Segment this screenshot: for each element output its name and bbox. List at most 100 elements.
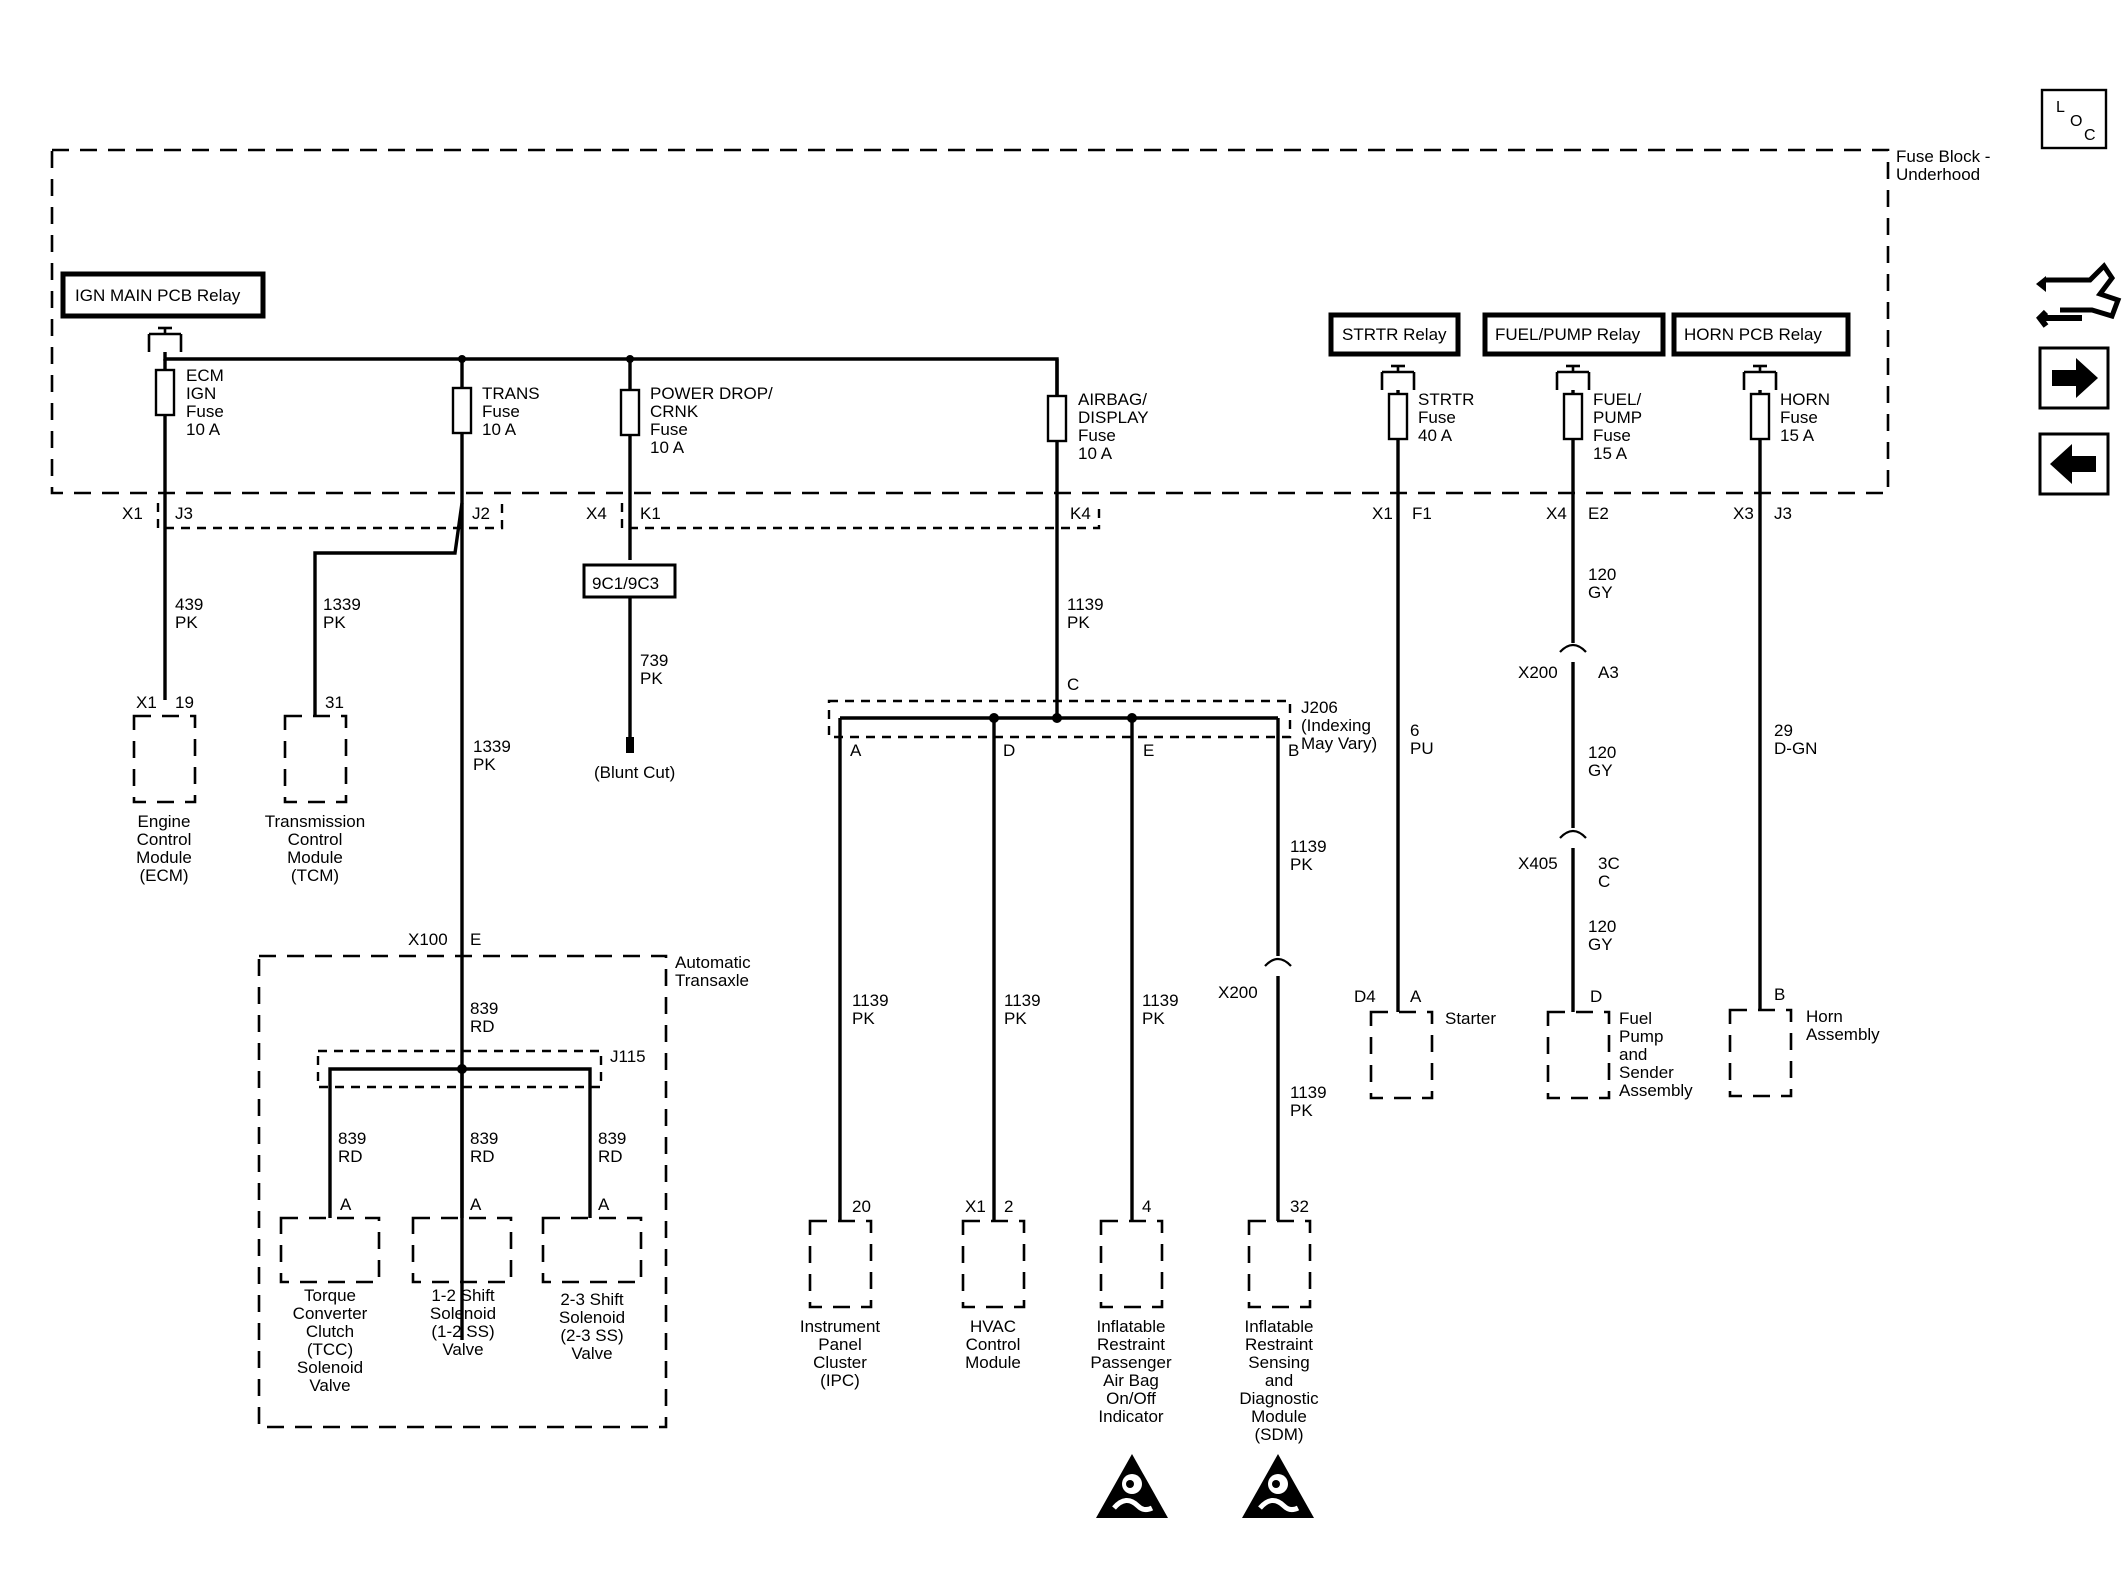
fuse-label: 15 A xyxy=(1593,444,1628,463)
wire-label: 1339 xyxy=(323,595,361,614)
component-label: Restraint xyxy=(1097,1335,1165,1354)
wire-label: 1139 xyxy=(1290,837,1327,856)
component-label: and xyxy=(1619,1045,1647,1064)
wire-label: PK xyxy=(852,1009,875,1028)
fuse-label: IGN xyxy=(186,384,216,403)
strtr-relay-label: STRTR Relay xyxy=(1342,325,1447,344)
wire-label: 839 xyxy=(470,999,498,1018)
arrow-left-icon[interactable] xyxy=(2038,432,2110,496)
component-label: Control xyxy=(137,830,192,849)
ecm-circuit: 439 PK X1 19 Engine Control Module (ECM) xyxy=(132,595,203,885)
hvac-circuit: 1139 PK X1 2 HVAC Control Module xyxy=(961,718,1041,1372)
connector-label: X3 xyxy=(1733,504,1754,523)
ecm-ign-fuse: ECM IGN Fuse 10 A xyxy=(154,359,224,700)
component-label: Module xyxy=(1251,1407,1307,1426)
component-label: Module xyxy=(287,848,343,867)
wire-label: RD xyxy=(338,1147,363,1166)
connector-label: E xyxy=(470,930,481,949)
connector-label: X4 xyxy=(586,504,607,523)
component-label: Solenoid xyxy=(430,1304,496,1323)
wire-label: 1339 xyxy=(473,737,511,756)
wire-label: GY xyxy=(1588,761,1613,780)
fuse-block-label: Fuse Block - xyxy=(1896,147,1990,166)
component-label: Cluster xyxy=(813,1353,867,1372)
ign-main-relay: IGN MAIN PCB Relay xyxy=(60,271,266,354)
fuse-label: PUMP xyxy=(1593,408,1642,427)
connector-label: X1 xyxy=(1372,504,1393,523)
component-label: and xyxy=(1265,1371,1293,1390)
component-label: Starter xyxy=(1445,1009,1496,1028)
pin-label: D xyxy=(1003,741,1015,760)
component-label: Passenger xyxy=(1090,1353,1172,1372)
component-label: (SDM) xyxy=(1254,1425,1303,1444)
component-label: Fuel xyxy=(1619,1009,1652,1028)
component-label: Valve xyxy=(309,1376,350,1395)
connector-label: J3 xyxy=(175,504,193,523)
pin-label: 4 xyxy=(1142,1197,1151,1216)
component-label: 1-2 Shift xyxy=(431,1286,495,1305)
loc-icon[interactable]: L O C xyxy=(2040,88,2108,150)
fuel-pump-circuit: 120 GY X200 A3 120 GY X405 3C C 120 GY D… xyxy=(1518,565,1693,1100)
power-drop-crnk-fuse: POWER DROP/ CRNK Fuse 10 A xyxy=(619,359,773,560)
svg-text:L: L xyxy=(2056,99,2065,116)
connector-label: C xyxy=(1067,675,1079,694)
wire-label: D-GN xyxy=(1774,739,1817,758)
pin-label: A xyxy=(850,741,862,760)
pin-label: 2 xyxy=(1004,1197,1013,1216)
wire-label: GY xyxy=(1588,935,1613,954)
component-label: Horn xyxy=(1806,1007,1843,1026)
airbag-display-fuse: AIRBAG/ DISPLAY Fuse 10 A xyxy=(1046,359,1149,718)
fuel-pump-relay-label: FUEL/PUMP Relay xyxy=(1495,325,1641,344)
fuse-label: Fuse xyxy=(186,402,224,421)
connector-label: X200 xyxy=(1518,663,1558,682)
component-label: Air Bag xyxy=(1103,1371,1159,1390)
wire-label: PK xyxy=(1004,1009,1027,1028)
wire-label: PK xyxy=(1142,1009,1165,1028)
wire-label: RD xyxy=(470,1017,495,1036)
pin-label: B xyxy=(1774,985,1785,1004)
connector-label: J3 xyxy=(1774,504,1792,523)
connector-label: K1 xyxy=(640,504,661,523)
pin-label: E xyxy=(1143,741,1154,760)
wire-label: 29 xyxy=(1774,721,1793,740)
sdm-circuit: 1139 PK X200 1139 PK 32 Inflatable Restr… xyxy=(1218,718,1327,1518)
fuse-label: HORN xyxy=(1780,390,1830,409)
component-label: Solenoid xyxy=(559,1308,625,1327)
passenger-airbag-indicator-circuit: 1139 PK 4 Inflatable Restraint Passenger… xyxy=(1090,718,1179,1518)
component-label: Solenoid xyxy=(297,1358,363,1377)
fuel-pump-relay: FUEL/PUMP Relay FUEL/ PUMP Fuse 15 A xyxy=(1482,312,1666,643)
connector-label: J2 xyxy=(472,504,490,523)
component-label: Converter xyxy=(293,1304,368,1323)
fuse-label: AIRBAG/ xyxy=(1078,390,1147,409)
wire-label: 839 xyxy=(598,1129,626,1148)
arrow-right-icon[interactable] xyxy=(2038,346,2110,410)
wire-label: PK xyxy=(640,669,663,688)
j206-splice: J206 (Indexing May Vary) A D E B xyxy=(827,698,1377,760)
wire-label: PK xyxy=(473,755,496,774)
connector-label: E2 xyxy=(1588,504,1609,523)
fuse-label: 40 A xyxy=(1418,426,1453,445)
fuse-label: FUEL/ xyxy=(1593,390,1641,409)
wire-label: 439 xyxy=(175,595,203,614)
component-label: Inflatable xyxy=(1097,1317,1166,1336)
wire-label: 120 xyxy=(1588,917,1616,936)
wire-label: 1139 xyxy=(1290,1083,1327,1102)
component-label: Indicator xyxy=(1098,1407,1164,1426)
component-label: Valve xyxy=(442,1340,483,1359)
svg-text:O: O xyxy=(2070,113,2082,130)
svg-text:C: C xyxy=(2084,127,2096,144)
component-label: Sensing xyxy=(1248,1353,1309,1372)
trans-fuse: TRANS Fuse 10 A xyxy=(451,359,540,1340)
pin-label: B xyxy=(1288,741,1299,760)
wrench-component-icon[interactable] xyxy=(2036,262,2122,328)
component-label: Sender xyxy=(1619,1063,1674,1082)
fuse-label: ECM xyxy=(186,366,224,385)
connector-label: 31 xyxy=(325,693,344,712)
fuse-label: Fuse xyxy=(650,420,688,439)
component-label: 2-3 Shift xyxy=(560,1290,624,1309)
connector-label: May Vary) xyxy=(1301,734,1377,753)
automatic-transaxle: X100 E Automatic Transaxle 839 RD J115 8… xyxy=(257,930,751,1429)
component-label: (1-2 SS) xyxy=(431,1322,494,1341)
fuse-block-label: Underhood xyxy=(1896,165,1980,184)
